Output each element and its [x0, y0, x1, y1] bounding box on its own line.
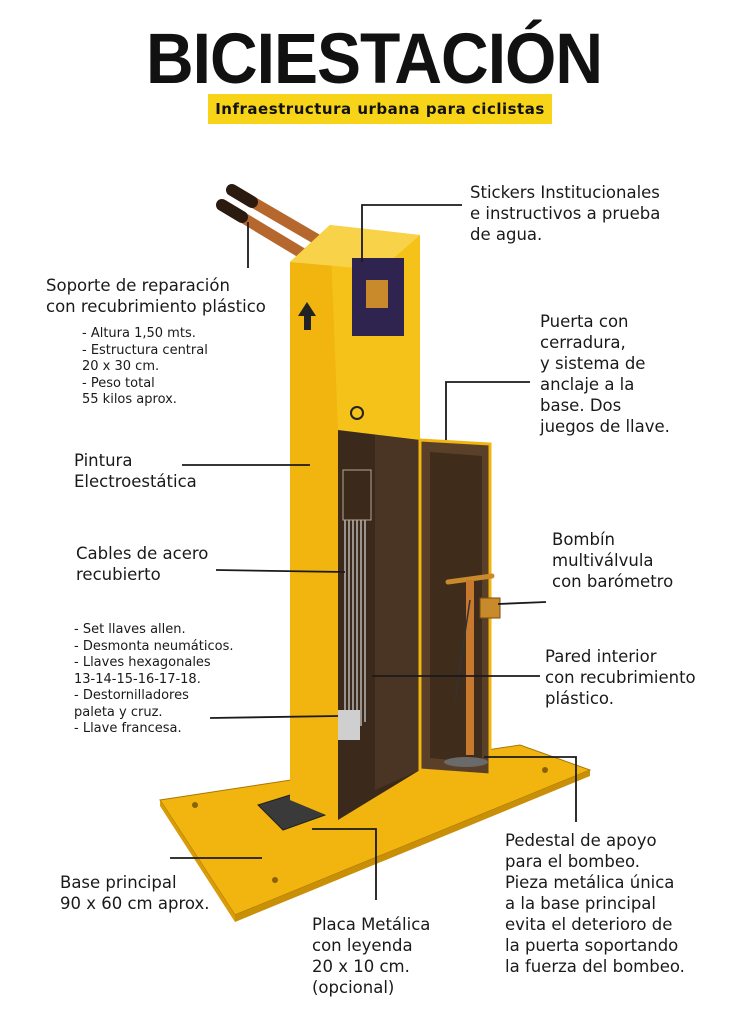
- label-placa: Placa Metálica con leyenda 20 x 10 cm. (…: [312, 915, 431, 997]
- label-stickers: Stickers Institucionales e instructivos …: [470, 183, 661, 244]
- label-base: Base principal 90 x 60 cm aprox.: [60, 873, 210, 913]
- sticker-emblem: [366, 280, 388, 308]
- leader-cables: [215, 569, 346, 573]
- steel-cables: [344, 520, 366, 730]
- label-soporte: Soporte de reparación con recubrimiento …: [46, 276, 266, 316]
- column-front-lower: [290, 225, 338, 820]
- leader-puerta: [445, 381, 530, 440]
- screwdrivers: [338, 710, 360, 740]
- label-tools: - Set llaves allen. - Desmonta neumático…: [74, 622, 234, 736]
- leader-lines: [170, 204, 577, 900]
- pump-body: [466, 580, 474, 755]
- leader-pedestal: [484, 756, 577, 822]
- pump-hose: [454, 599, 471, 701]
- label-pared: Pared interior con recubrimiento plástic…: [545, 647, 696, 708]
- repair-arm-grip: [216, 199, 248, 223]
- page-subtitle: Infraestructura urbana para ciclistas: [215, 100, 545, 118]
- bolt-hole: [192, 802, 198, 808]
- base-plate-edge: [235, 770, 590, 922]
- bolt-hole: [542, 767, 548, 773]
- leader-tools: [209, 715, 339, 719]
- label-bombin: Bombín multiválvula con barómetro: [552, 530, 674, 591]
- base-plate-left-edge: [160, 800, 235, 922]
- repair-arm-grip: [226, 184, 258, 208]
- page-title: BICIESTACIÓN: [145, 18, 603, 98]
- instagram-icon: [350, 406, 364, 420]
- label-pintura: Pintura Electroestática: [74, 451, 197, 491]
- leader-placa: [312, 828, 377, 900]
- leader-stickers: [361, 204, 462, 262]
- label-specs: - Altura 1,50 mts. - Estructura central …: [82, 326, 208, 407]
- tool-holder: [342, 469, 372, 521]
- cabinet-door-panel: [430, 452, 482, 763]
- pump-handle: [445, 573, 495, 585]
- arrow-up-icon: [298, 302, 316, 330]
- label-pedestal: Pedestal de apoyo para el bombeo. Pieza …: [505, 831, 685, 976]
- pump-pedestal: [444, 757, 488, 767]
- leader-bombin: [497, 601, 547, 605]
- pump-gauge: [479, 597, 501, 619]
- label-cables: Cables de acero recubierto: [76, 544, 209, 584]
- label-puerta: Puerta con cerradura, y sistema de ancla…: [540, 312, 670, 436]
- bolt-hole: [272, 877, 278, 883]
- cabinet-inner-wall: [375, 435, 420, 790]
- subtitle-band: [208, 94, 552, 124]
